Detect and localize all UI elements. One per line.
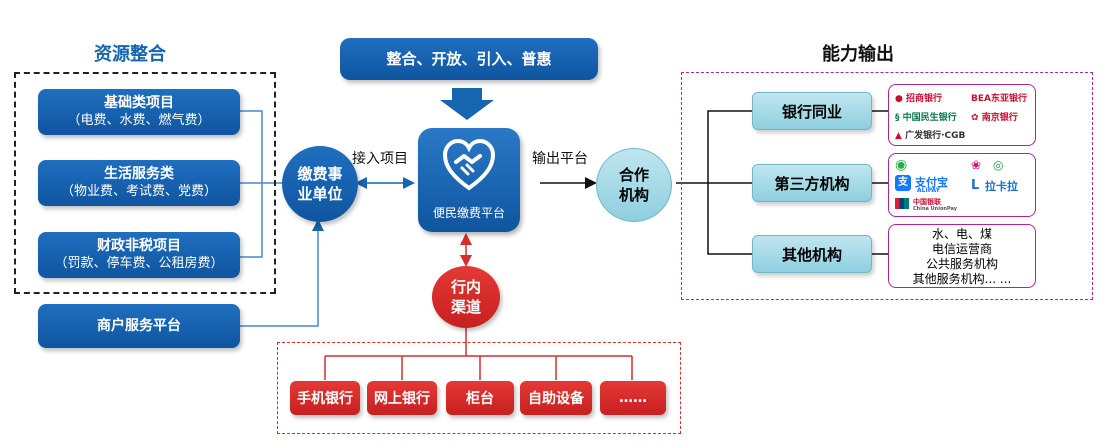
alipay-icon: 支 [895,175,911,191]
other-line-4: 其他服务机构... ... [912,272,1012,286]
mobile-icon: ❀ [971,158,982,172]
life-service-button[interactable]: 生活服务类 （物业费、考试费、党费） [38,160,240,206]
internal-channel-circle[interactable]: 行内 渠道 [432,266,500,328]
bank-peers-button[interactable]: 银行同业 [752,92,872,130]
telecom-icon: ◎ [993,158,1004,172]
payer-unit-circle[interactable]: 缴费事 业单位 [282,146,358,222]
third-party-logos-box: ◉ 支 支付宝 ALIPAY ᒪ 拉卡拉 中国银联 China UnionPay… [888,153,1036,217]
non-tax-button[interactable]: 财政非税项目 （罚款、停车费、公租房费） [38,232,240,278]
capability-box [681,72,1093,300]
other-line-1: 水、电、煤 [931,227,992,241]
access-items-label: 接入项目 [352,151,408,167]
online-banking-button[interactable]: 网上银行 [367,381,437,415]
channel-box [277,342,681,434]
lakala-logo: 拉卡拉 [985,180,1018,193]
other-line-2: 电信运营商 [931,242,992,256]
basic-items-button[interactable]: 基础类项目 （电费、水费、燃气费） [38,89,240,135]
output-platform-label: 输出平台 [532,151,588,167]
resource-integration-title: 资源整合 [94,44,166,65]
bea-logo: BEA东亚银行 [971,94,1027,104]
cmbc-icon: § [895,113,900,123]
self-service-button[interactable]: 自助设备 [520,381,592,415]
basic-items-title: 基础类项目 [104,95,174,111]
cmb-icon: ● [895,94,903,104]
cmbc-logo: § 中国民生银行 [895,113,957,123]
cgb-logo: ▲ 广发银行·CGB [895,131,966,141]
njb-icon: ✿ [971,113,979,123]
partner-line2: 机构 [618,186,649,204]
other-institutions-button[interactable]: 其他机构 [752,235,872,273]
wechat-logo-icon: ◉ [895,157,908,173]
cgb-icon: ▲ [895,131,902,141]
merchant-platform-button[interactable]: 商户服务平台 [38,304,240,348]
life-service-detail: （物业费、考试费、党费） [60,184,217,199]
life-service-title: 生活服务类 [104,166,174,182]
mobile-banking-button[interactable]: 手机银行 [290,381,360,415]
merchant-platform-label: 商户服务平台 [97,318,181,334]
channel-line2: 渠道 [450,298,481,316]
njb-logo: ✿ 南京银行 [971,113,1018,123]
unionpay-icon [895,198,909,209]
other-institutions-box: 水、电、煤 电信运营商 公共服务机构 其他服务机构... ... [888,224,1036,288]
cmb-logo: ● 招商银行 [895,94,943,104]
resource-box [14,72,276,294]
payer-line1: 缴费事 [297,165,343,183]
unionpay-en-logo: China UnionPay [913,206,957,212]
channel-line1: 行内 [450,278,481,296]
payer-line2: 业单位 [297,185,343,203]
partner-institution-circle[interactable]: 合作 机构 [596,148,672,222]
banner: 整合、开放、引入、普惠 [340,38,598,80]
platform-label: 便民缴费平台 [432,206,505,220]
alipay-logo: 支付宝 [915,176,948,189]
basic-items-detail: （电费、水费、燃气费） [67,113,211,128]
handshake-heart-icon [442,138,496,191]
lakala-icon: ᒪ [971,178,980,193]
counter-button[interactable]: 柜台 [446,381,514,415]
more-channels-button[interactable]: …… [600,381,666,415]
non-tax-detail: （罚款、停车费、公租房费） [54,256,224,271]
partner-line1: 合作 [618,166,649,184]
unionpay-logo: 中国银联 [913,198,941,206]
banner-text: 整合、开放、引入、普惠 [386,50,552,68]
other-line-3: 公共服务机构 [925,257,998,271]
third-party-button[interactable]: 第三方机构 [752,164,872,202]
alipay-en-logo: ALIPAY [917,187,940,194]
non-tax-title: 财政非税项目 [97,238,181,254]
convenience-payment-platform[interactable]: 便民缴费平台 [418,128,520,232]
bank-logos-box: ● 招商银行 BEA东亚银行 § 中国民生银行 ✿ 南京银行 ▲ 广发银行·CG… [888,84,1036,146]
capability-output-title: 能力输出 [822,44,894,65]
